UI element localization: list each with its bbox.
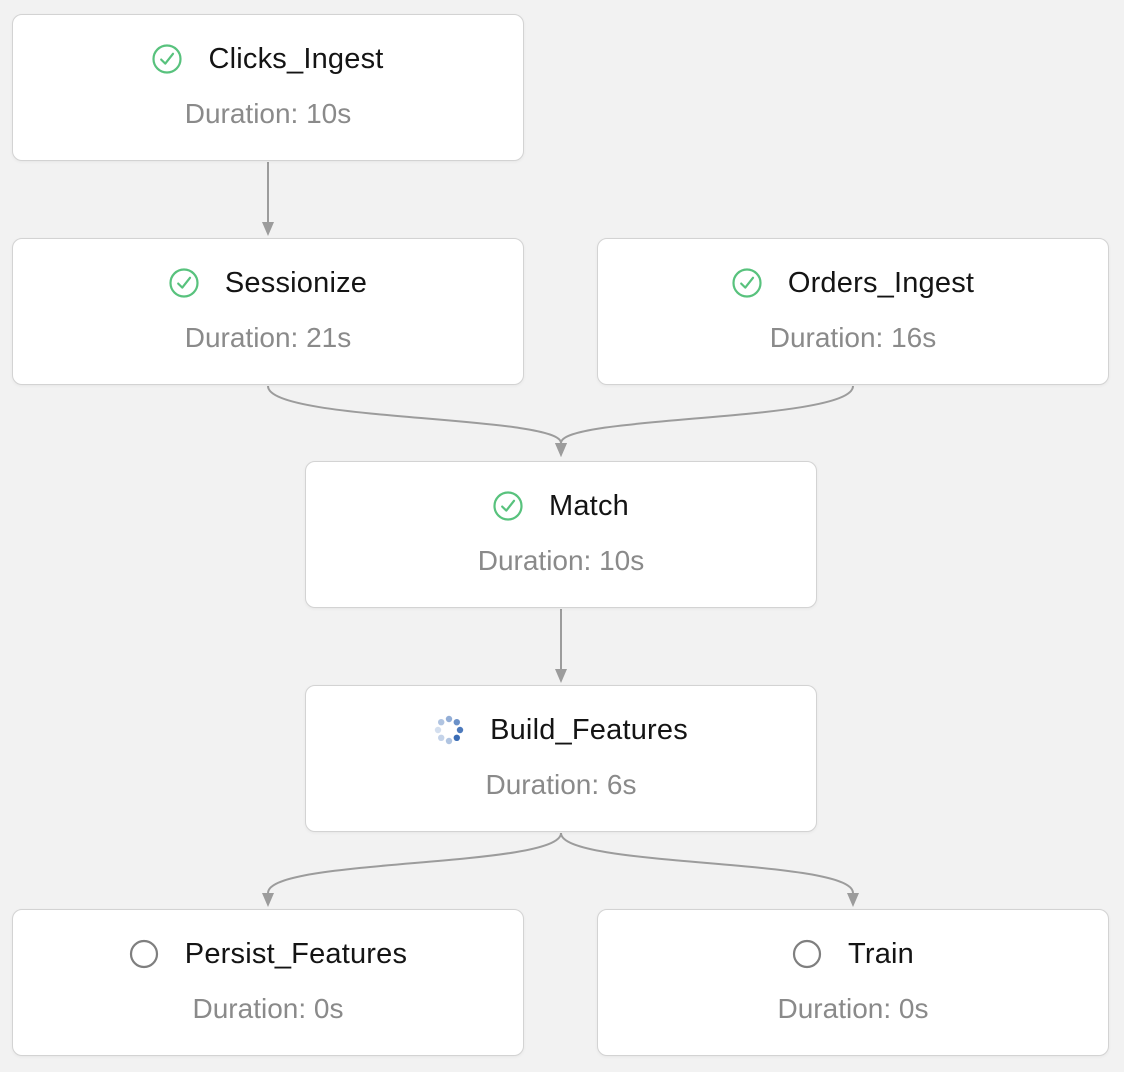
node-duration: Duration: 16s	[769, 322, 937, 353]
node-orders-ingest[interactable]: Orders_Ingest Duration: 16s	[597, 238, 1109, 385]
edge-sessionize-to-match	[267, 385, 567, 457]
node-title-row: Train	[792, 937, 914, 970]
node-title-row: Orders_Ingest	[732, 266, 975, 299]
node-title-row: Clicks_Ingest	[152, 42, 384, 75]
check-circle-icon	[152, 44, 183, 74]
node-persist-features[interactable]: Persist_Features Duration: 0s	[12, 909, 524, 1056]
edge-orders-ingest-to-match	[555, 385, 854, 457]
node-title-row: Match	[493, 489, 629, 522]
circle-icon	[129, 939, 159, 969]
node-label: Build_Features	[490, 713, 688, 746]
edge-build-features-to-train	[560, 832, 859, 907]
check-circle-icon	[169, 268, 199, 298]
check-circle-icon	[493, 491, 523, 521]
check-circle-icon	[732, 268, 762, 298]
node-label: Sessionize	[224, 266, 368, 299]
circle-icon	[792, 939, 822, 969]
node-duration: Duration: 0s	[777, 993, 929, 1024]
node-label: Orders_Ingest	[787, 266, 975, 299]
node-label: Clicks_Ingest	[208, 42, 384, 75]
node-sessionize[interactable]: Sessionize Duration: 21s	[12, 238, 524, 385]
node-title-row: Persist_Features	[129, 937, 408, 970]
node-duration: Duration: 10s	[477, 545, 645, 576]
edge-build-features-to-persist-features	[262, 832, 562, 907]
node-label: Persist_Features	[184, 937, 408, 970]
node-duration: Duration: 21s	[184, 322, 352, 353]
node-title-row: Sessionize	[169, 266, 368, 299]
node-title-row: Build_Features	[434, 713, 688, 746]
spinner-icon	[434, 715, 464, 745]
node-label: Train	[848, 937, 914, 970]
node-clicks-ingest[interactable]: Clicks_Ingest Duration: 10s	[12, 14, 524, 161]
node-train[interactable]: Train Duration: 0s	[597, 909, 1109, 1056]
node-match[interactable]: Match Duration: 10s	[305, 461, 817, 608]
node-duration: Duration: 6s	[485, 769, 637, 800]
node-label: Match	[549, 489, 629, 522]
node-build-features[interactable]: Build_Features Duration: 6s	[305, 685, 817, 832]
node-duration: Duration: 0s	[192, 993, 344, 1024]
node-duration: Duration: 10s	[184, 98, 352, 129]
